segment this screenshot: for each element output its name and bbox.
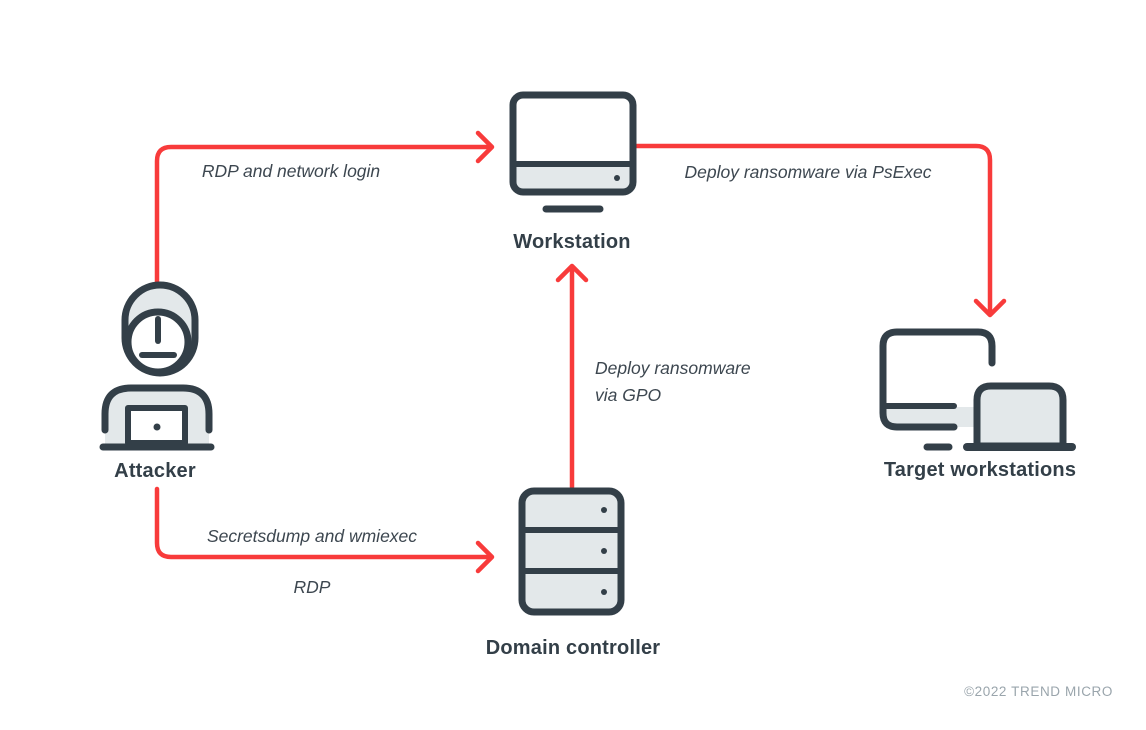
- monitor-power-dot: [614, 175, 620, 181]
- arrowhead-down-icon: [973, 298, 1007, 318]
- arrow-line: [154, 486, 492, 560]
- attacker-laptop-dot: [153, 423, 161, 431]
- workstation-label: Workstation: [513, 231, 631, 253]
- workstation-icon: [509, 91, 637, 213]
- attacker-label: Attacker: [114, 460, 196, 482]
- server-dot-1: [601, 507, 607, 513]
- server-body: [518, 487, 625, 616]
- arrowhead-right-icon: [475, 540, 495, 574]
- edge-label-secretsdump-wmiexec: Secretsdump and wmiexec: [206, 526, 418, 546]
- arrow-attacker-to-workstation: [154, 130, 495, 287]
- monitor-base-bar: [513, 165, 633, 191]
- monitor-frame: [509, 91, 637, 196]
- attacker-shoulders: [101, 384, 213, 434]
- edge-label-deploy-gpo: Deploy ransomware via GPO: [595, 355, 751, 409]
- target-workstations-label: Target workstations: [883, 459, 1077, 481]
- attacker-icon: [99, 281, 215, 451]
- copyright-text: ©2022 TREND MICRO: [964, 684, 1113, 699]
- domain-controller-icon: [518, 487, 625, 616]
- server-dot-2: [601, 548, 607, 554]
- arrow-line: [634, 143, 993, 316]
- edge-label-deploy-psexec: Deploy ransomware via PsExec: [684, 162, 932, 182]
- arrow-workstation-to-targets: [634, 143, 1007, 318]
- arrowhead-up-icon: [555, 263, 589, 283]
- arrow-dc-to-workstation: [555, 263, 589, 490]
- target-monitor-base-bar: [883, 407, 985, 427]
- arrow-attacker-to-dc: [154, 486, 495, 574]
- edge-label-deploy-gpo-line2: via GPO: [595, 385, 662, 405]
- target-workstations-icon: [879, 328, 1076, 451]
- arrowhead-right-icon: [475, 130, 495, 164]
- edge-label-rdp: RDP: [293, 577, 331, 597]
- domain-controller-label: Domain controller: [485, 637, 661, 659]
- edge-label-deploy-gpo-line1: Deploy ransomware: [595, 358, 751, 378]
- server-dot-3: [601, 589, 607, 595]
- target-laptop: [973, 382, 1067, 450]
- arrow-line: [154, 144, 492, 287]
- target-monitor-frame: [879, 328, 996, 431]
- edge-label-rdp-network-login: RDP and network login: [201, 161, 381, 181]
